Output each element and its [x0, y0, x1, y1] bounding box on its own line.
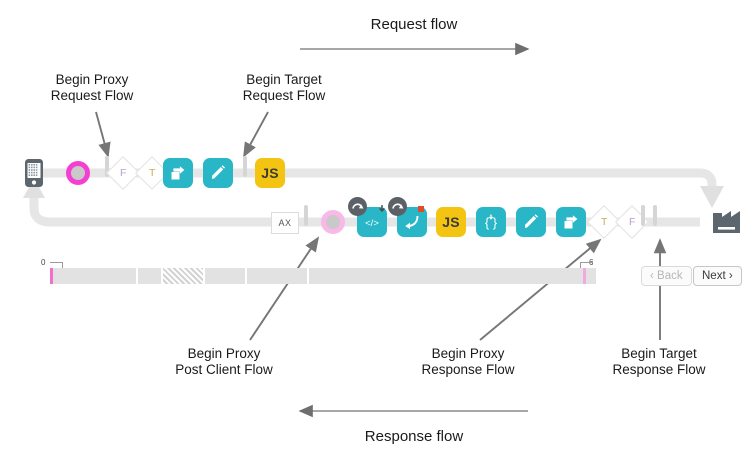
rotate-arrow-glyph: [352, 203, 364, 209]
condition-true-icon[interactable]: T: [587, 205, 621, 239]
edit-policy-icon[interactable]: [203, 158, 233, 188]
error-marker-icon: [418, 206, 424, 212]
timeline-segment-hatched[interactable]: [163, 268, 203, 284]
json-policy-icon[interactable]: { }: [476, 207, 506, 237]
label-begin-proxy-post-client-flow: Begin Proxy Post Client Flow: [175, 346, 273, 377]
teal-tile: [163, 158, 193, 188]
yellow-tile: JS: [255, 158, 285, 188]
pointer-begin-proxy-response-flow: [479, 238, 602, 341]
divider-bar-icon: [653, 205, 657, 226]
condition-letter: F: [119, 166, 127, 179]
flow-divider-bar[interactable]: [641, 205, 645, 226]
pointer-begin-proxy-request-flow: [95, 111, 111, 158]
edit-policy-icon[interactable]: [516, 207, 546, 237]
code-glyph: </>: [365, 218, 379, 229]
divider-bar-icon: [243, 156, 247, 177]
timeline-end-cursor[interactable]: [583, 268, 586, 284]
raise-fault-policy-icon[interactable]: [388, 197, 427, 237]
request-flow-title: Request flow: [370, 16, 458, 33]
braces-glyph: { }: [485, 214, 498, 230]
svg-text:{ }: { }: [485, 215, 498, 230]
teal-tile: [516, 207, 546, 237]
response-flow-title: Response flow: [364, 428, 464, 445]
condition-letter: F: [628, 215, 636, 228]
back-button[interactable]: ‹ Back: [641, 266, 692, 286]
proxy-post-client-flow-marker[interactable]: [321, 210, 345, 234]
js-label: JS: [261, 165, 279, 181]
server-factory-icon: [713, 211, 740, 233]
magenta-ring-icon: [66, 161, 90, 185]
divider-bar-icon: [641, 205, 645, 226]
assign-message-policy-icon[interactable]: [556, 207, 586, 237]
label-begin-target-request-flow: Begin Target Request Flow: [242, 72, 326, 103]
assign-message-policy-icon[interactable]: [163, 158, 193, 188]
timeline-segment[interactable]: [247, 268, 307, 284]
response-track: [23, 178, 700, 227]
proxy-request-flow-start-marker[interactable]: [66, 161, 90, 185]
timeline-segment[interactable]: [309, 268, 596, 284]
pointer-begin-proxy-post-client-flow: [249, 236, 320, 341]
pencil-glyph: [525, 214, 538, 228]
mobile-device-icon: [25, 159, 43, 187]
teal-tile: { }: [476, 207, 506, 237]
curve-arrow-glyph: [405, 215, 419, 229]
divider-bar-icon: [304, 205, 308, 226]
js-label: JS: [442, 214, 460, 230]
pencil-glyph: [212, 165, 225, 179]
teal-tile: [556, 207, 586, 237]
xml-code-policy-icon[interactable]: </>: [348, 197, 387, 237]
javascript-policy-icon[interactable]: JS: [436, 207, 466, 237]
timeline-segment[interactable]: [50, 268, 136, 284]
arrow-box-glyph: [564, 215, 578, 229]
label-begin-proxy-response-flow: Begin Proxy Response Flow: [421, 346, 515, 377]
timeline-start-tick-label: 0: [41, 258, 46, 267]
flow-divider-bar[interactable]: [105, 156, 109, 177]
timeline-end-tick-bracket: [580, 262, 593, 269]
next-button[interactable]: Next ›: [693, 266, 742, 286]
condition-letter: T: [600, 215, 608, 228]
request-track: [34, 168, 724, 208]
pointer-begin-target-request-flow: [243, 111, 269, 158]
ax-box: AX: [271, 212, 299, 234]
label-begin-target-response-flow: Begin Target Response Flow: [612, 346, 706, 377]
javascript-policy-icon[interactable]: JS: [255, 158, 285, 188]
svg-text:</>: </>: [365, 218, 379, 229]
timeline-cursor[interactable]: [50, 268, 53, 284]
condition-true-icon[interactable]: T: [135, 156, 169, 190]
rotate-arrow-glyph: [392, 203, 404, 209]
download-marker-icon: [379, 205, 385, 213]
teal-tile: [203, 158, 233, 188]
flow-divider-bar[interactable]: [304, 205, 308, 226]
ax-analytics-policy-icon[interactable]: AX: [271, 212, 299, 234]
flow-divider-bar[interactable]: [243, 156, 247, 177]
yellow-tile: JS: [436, 207, 466, 237]
arrow-box-glyph: [171, 166, 185, 180]
timeline-segment[interactable]: [138, 268, 161, 284]
condition-false-icon[interactable]: F: [106, 156, 140, 190]
label-begin-proxy-request-flow: Begin Proxy Request Flow: [50, 72, 134, 103]
rotate-icon[interactable]: [388, 197, 407, 216]
pink-ring-icon: [321, 210, 345, 234]
flow-divider-bar-thin[interactable]: [653, 205, 657, 226]
timeline-segment[interactable]: [205, 268, 245, 284]
condition-letter: T: [148, 166, 156, 179]
trace-timeline[interactable]: [50, 268, 596, 284]
rotate-icon[interactable]: [348, 197, 367, 216]
timeline-start-tick-bracket: [50, 262, 63, 269]
divider-bar-icon: [105, 156, 109, 177]
